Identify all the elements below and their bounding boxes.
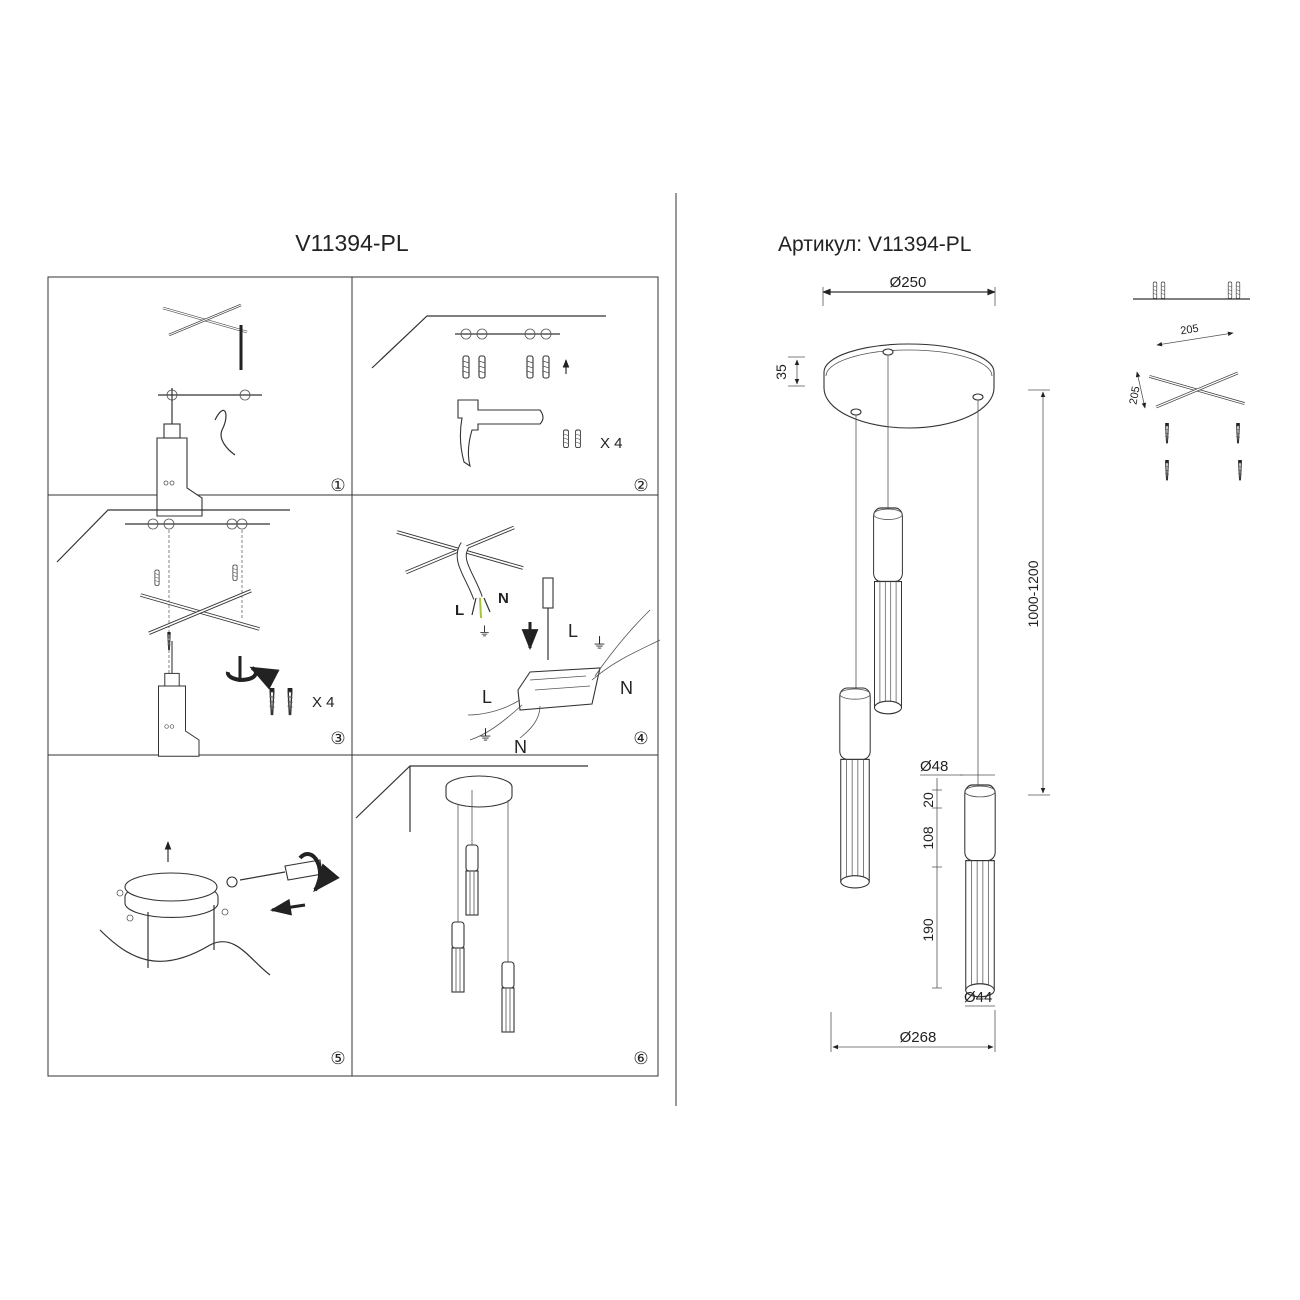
step-number: ⑤ xyxy=(330,1049,345,1068)
step-4-panel: L N ⏚ L ⏚ N L ⏚ N ④ xyxy=(395,525,661,757)
pendant-1 xyxy=(873,507,903,715)
diffuser-height-label: 190 xyxy=(920,918,936,942)
earth-icon: ⏚ xyxy=(478,727,493,744)
canopy-diameter-label: Ø250 xyxy=(890,274,927,291)
step-1-panel: ① xyxy=(156,303,346,517)
wire-label-l: L xyxy=(455,602,464,619)
bracket-length-a-label: 205 xyxy=(1180,323,1200,338)
cable-length-label: 1000-1200 xyxy=(1025,560,1041,627)
product-dimension-drawing: Ø250 35 1000-1200 Ø48 20 108 190 Ø44 Ø26… xyxy=(773,274,1050,1052)
canopy-height-label: 35 xyxy=(773,364,789,380)
wire-label-n: N xyxy=(498,590,509,607)
left-title: V11394-PL xyxy=(295,230,409,256)
overall-diameter-label: Ø268 xyxy=(900,1029,937,1046)
hammer-icon xyxy=(457,399,544,468)
pendant-3 xyxy=(964,784,996,998)
step-2-panel: X 4 ② xyxy=(371,315,649,495)
step-number: ② xyxy=(633,476,648,495)
step-number: ④ xyxy=(633,729,648,748)
screwdriver-icon xyxy=(542,577,554,609)
quantity-label: X 4 xyxy=(600,435,623,452)
right-title: Артикул: V11394-PL xyxy=(778,233,971,256)
step-number: ③ xyxy=(330,729,345,748)
terminal-label-l: L xyxy=(568,621,578,641)
cap-height-label: 20 xyxy=(920,792,936,808)
step-6-panel: ⑥ xyxy=(355,765,649,1068)
pencil-icon xyxy=(214,409,236,456)
terminal-label-n: N xyxy=(620,678,633,698)
bracket-length-b-label: 205 xyxy=(1128,385,1143,405)
quantity-label: X 4 xyxy=(312,694,335,711)
terminal-label-n: N xyxy=(514,737,527,757)
step-3-panel: X 4 ③ xyxy=(56,509,346,757)
terminal-label-l: L xyxy=(482,687,492,707)
step-number: ⑥ xyxy=(633,1049,648,1068)
shade-top-diameter-label: Ø48 xyxy=(920,758,948,775)
step-number: ① xyxy=(330,476,345,495)
earth-icon: ⏚ xyxy=(478,624,491,639)
earth-icon: ⏚ xyxy=(592,635,607,652)
body-height-label: 108 xyxy=(920,826,936,850)
shade-bottom-diameter-label: Ø44 xyxy=(964,989,992,1006)
rotate-icon xyxy=(225,666,280,690)
mounting-hardware-drawing: 205 205 xyxy=(1128,281,1250,481)
pendant-2 xyxy=(839,687,871,889)
terminal-block xyxy=(517,667,601,711)
step-5-panel: ⑤ xyxy=(99,841,346,1068)
rotate-icon xyxy=(298,852,340,893)
steps-grid xyxy=(47,276,659,1077)
